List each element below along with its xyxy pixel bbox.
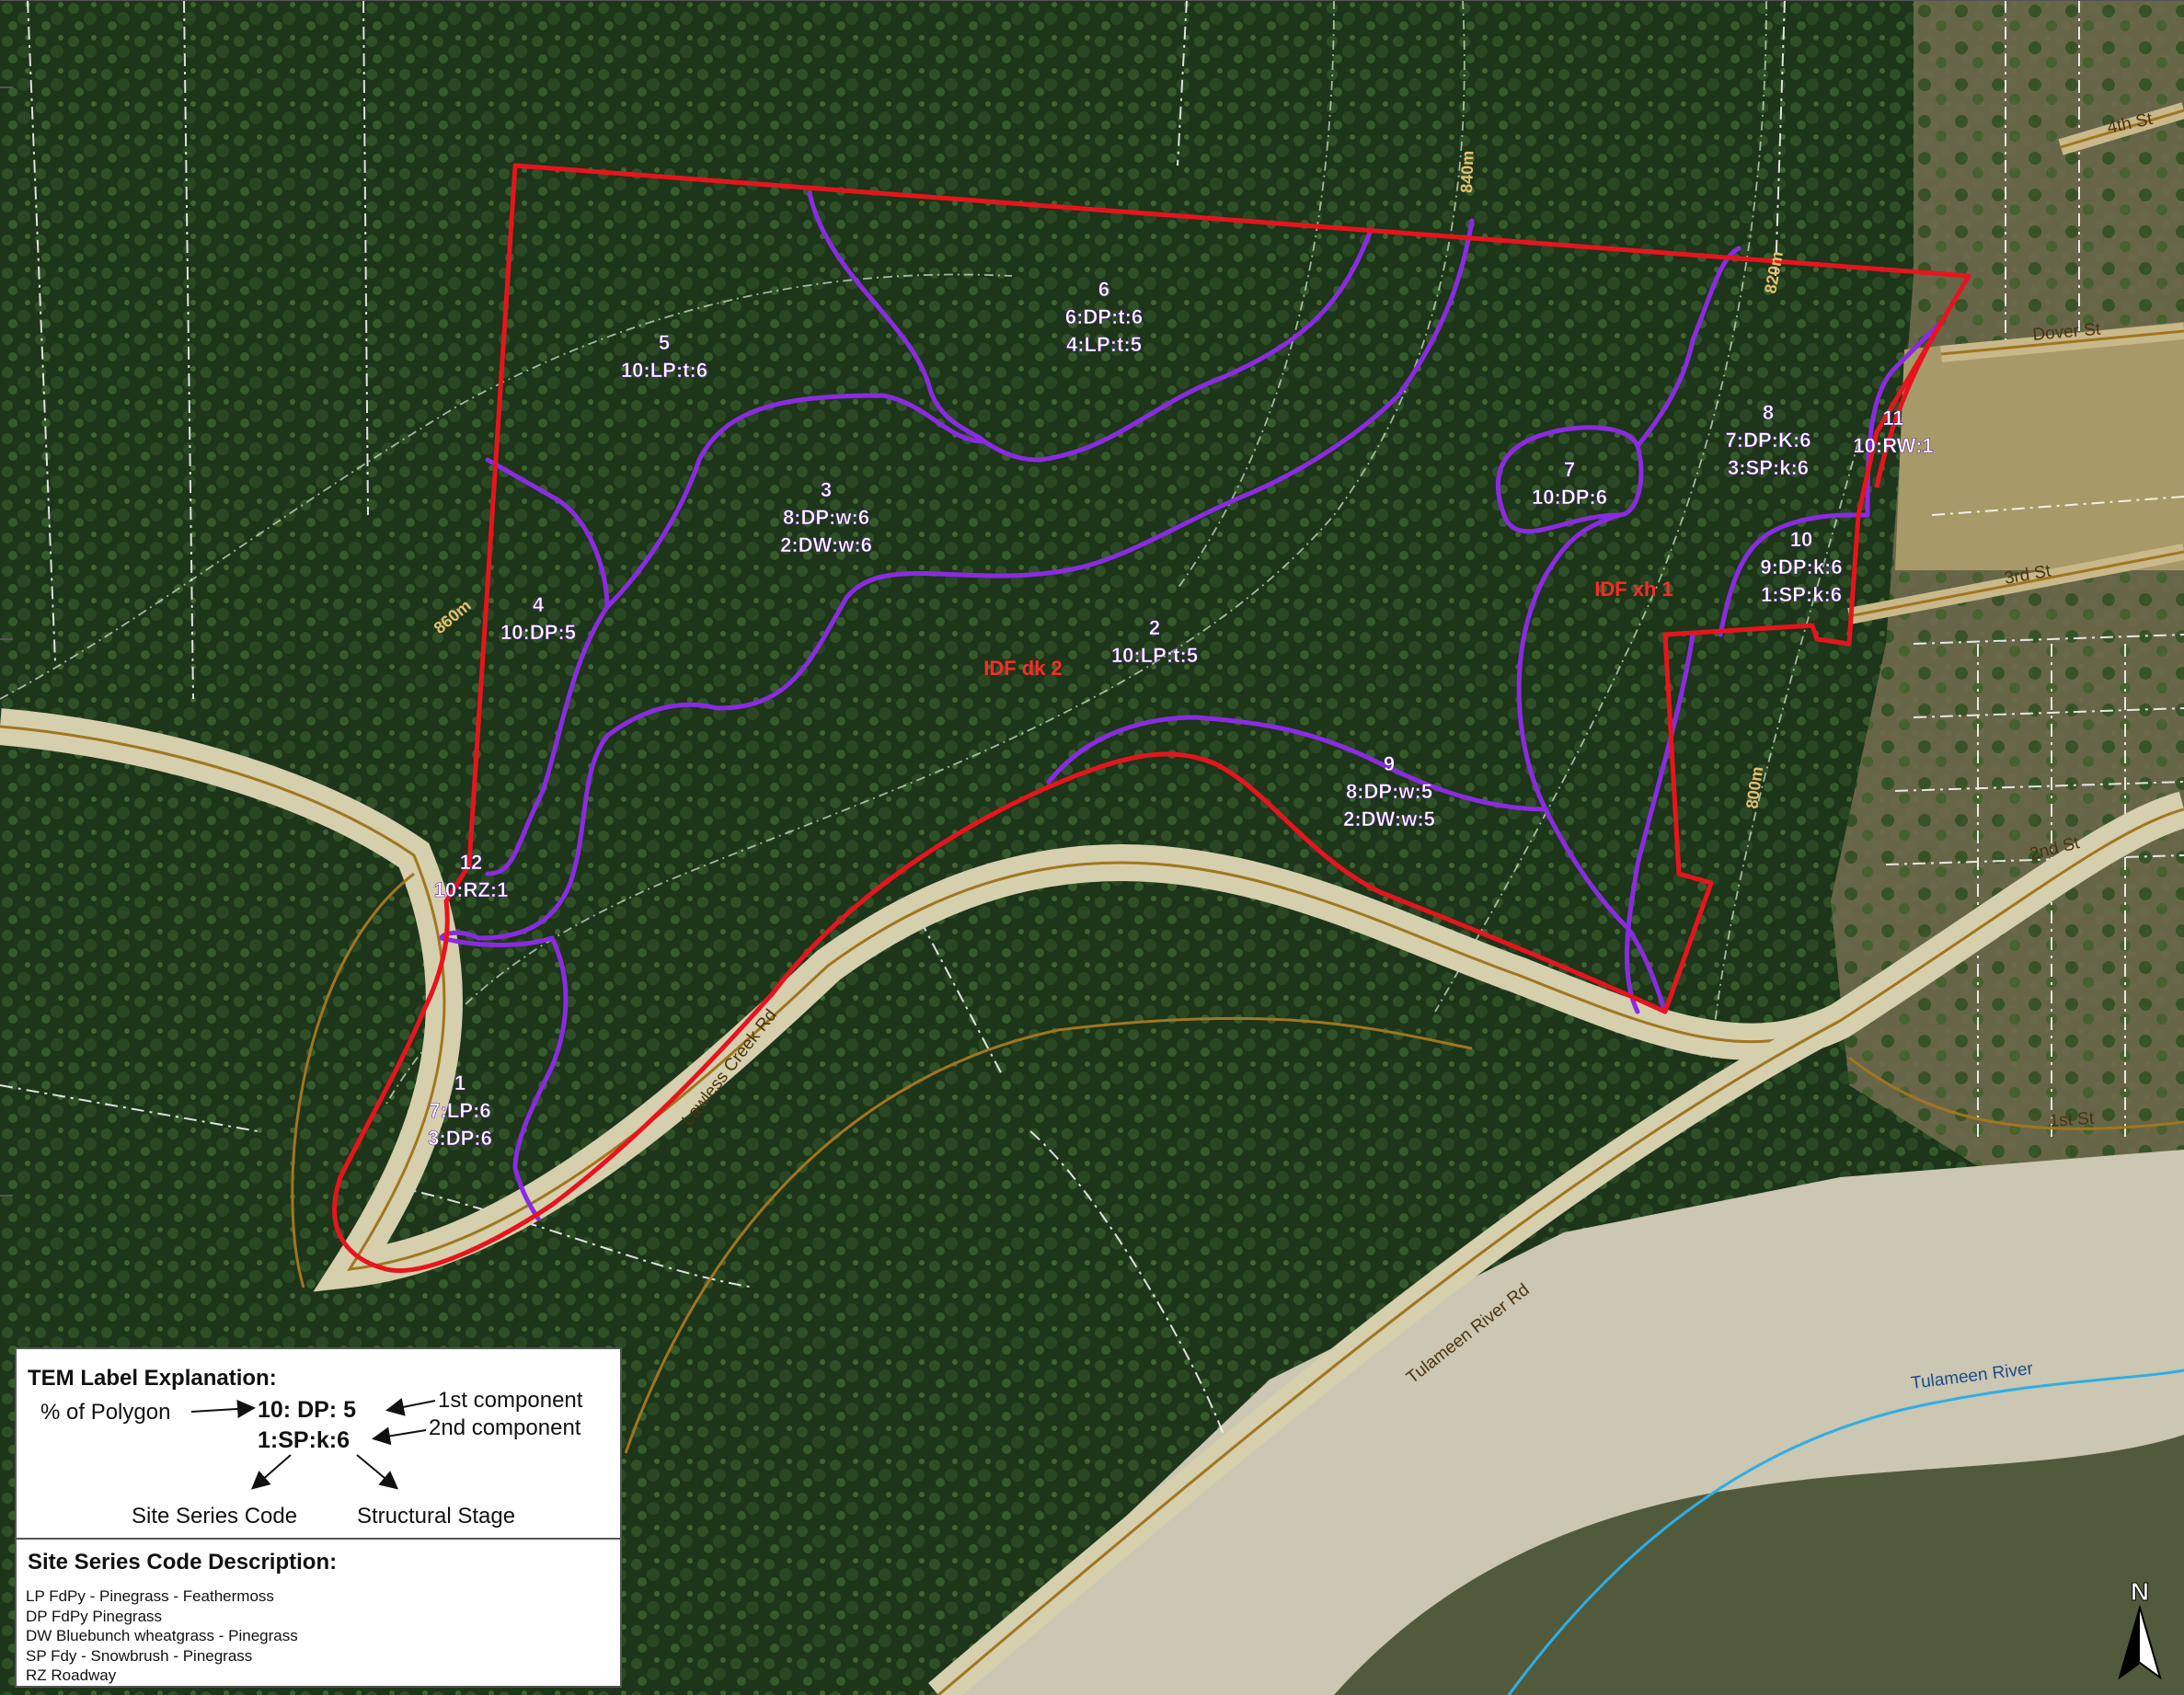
polygon-line1: 8:DP:w:5 xyxy=(1346,780,1432,803)
polygon-line1: 8:DP:w:6 xyxy=(783,506,869,529)
legend-description-title: Site Series Code Description: xyxy=(28,1550,338,1575)
dover-st-line xyxy=(1940,329,2184,356)
north-letter: N xyxy=(2131,1577,2149,1606)
polygon-id: 11 xyxy=(1882,407,1903,429)
legend-pct-label: % of Polygon xyxy=(40,1400,171,1425)
1st-st-line xyxy=(1848,1056,2184,1130)
polygon-line1: 10:DP:6 xyxy=(1532,486,1607,509)
bec-zone-labels: IDF dk 2 IDF xh 1 xyxy=(983,578,1673,680)
polygon-id: 3 xyxy=(821,478,832,501)
legend-code-item: LP FdPy - Pinegrass - Feathermoss xyxy=(26,1587,274,1605)
roads xyxy=(0,102,2184,1695)
4th-st-line xyxy=(2060,109,2184,149)
polygon-line1: 10:LP:t:5 xyxy=(1111,644,1198,667)
polygon-line1: 6:DP:t:6 xyxy=(1065,305,1143,328)
contour-label: 840m xyxy=(1457,150,1477,193)
tulameen-river-line xyxy=(1507,1369,2184,1695)
polygon-label-4: 4 10:DP:5 xyxy=(500,593,577,645)
legend-code-item: RZ Roadway xyxy=(26,1666,117,1684)
contour-lines xyxy=(0,0,1859,1105)
polygon-label-6: 6 6:DP:t:6 4:LP:t:5 xyxy=(1065,278,1144,357)
legend-second-component: 2nd component xyxy=(429,1415,581,1440)
polygon-line2: 2:DW:w:5 xyxy=(1343,807,1435,830)
polygon-line2: 3:DP:6 xyxy=(428,1127,492,1150)
legend-site-series-code: Site Series Code xyxy=(132,1504,298,1529)
polygon-label-12: 12 10:RZ:1 xyxy=(433,851,509,902)
parcel-lines xyxy=(0,0,2184,1435)
polygon-id: 5 xyxy=(659,331,670,354)
polygon-line1: 9:DP:k:6 xyxy=(1760,555,1842,578)
legend-arrows xyxy=(190,1398,436,1490)
polygon-id: 7 xyxy=(1564,458,1575,481)
polygon-id: 12 xyxy=(460,851,482,874)
old-road-line-2 xyxy=(291,872,415,1288)
polygon-label-2: 2 10:LP:t:5 xyxy=(1111,616,1199,668)
polygon-label-8: 8 7:DP:K:6 3:SP:k:6 xyxy=(1725,401,1811,480)
polygon-id: 8 xyxy=(1763,401,1774,424)
polygon-label-11: 11 10:RW:1 xyxy=(1853,407,1934,458)
polygon-label-5: 5 10:LP:t:6 xyxy=(621,331,708,383)
legend-structural-stage: Structural Stage xyxy=(357,1504,516,1529)
polygon-labels: 1 7:LP:6 3:DP:6 2 10:LP:t:5 3 8:DP:w:6 2… xyxy=(428,278,1934,1151)
polygon-line1: 10:LP:t:6 xyxy=(621,359,707,382)
polygon-id: 10 xyxy=(1790,528,1812,551)
legend-code-item: DP FdPy Pinegrass xyxy=(26,1607,163,1625)
tem-polygon-lines xyxy=(439,190,1944,1221)
polygon-label-3: 3 8:DP:w:6 2:DW:w:6 xyxy=(780,478,872,557)
polygon-line2: 2:DW:w:6 xyxy=(780,533,872,556)
polygon-line1: 7:LP:6 xyxy=(429,1099,490,1122)
study-boundary xyxy=(332,163,1971,1273)
polygon-id: 9 xyxy=(1384,752,1395,775)
polygon-line2: 1:SP:k:6 xyxy=(1761,583,1842,606)
polygon-id: 1 xyxy=(454,1071,466,1094)
river-water xyxy=(1334,1435,2184,1695)
bec-label-idf-dk2: IDF dk 2 xyxy=(983,657,1063,680)
legend-example-line2: 1:SP:k:6 xyxy=(258,1427,351,1453)
legend-example-line1: 10: DP: 5 xyxy=(258,1397,356,1423)
polygon-line1: 10:DP:5 xyxy=(500,621,576,644)
old-road-line xyxy=(624,1016,1473,1454)
legend-title: TEM Label Explanation: xyxy=(28,1366,277,1391)
legend-code-list: LP FdPy - Pinegrass - Feathermoss DP FdP… xyxy=(26,1586,298,1686)
polygon-id: 6 xyxy=(1098,278,1109,301)
legend-divider xyxy=(17,1538,620,1540)
polygon-id: 4 xyxy=(533,593,545,616)
frame-ticks xyxy=(0,0,2184,1197)
polygon-label-10: 10 9:DP:k:6 1:SP:k:6 xyxy=(1760,528,1843,607)
bec-label-idf-xh1: IDF xh 1 xyxy=(1594,578,1673,601)
town-area xyxy=(1831,0,2184,1196)
polygon-label-7: 7 10:DP:6 xyxy=(1532,458,1608,510)
3rd-st-line xyxy=(1848,550,2184,618)
polygon-id: 2 xyxy=(1149,616,1160,639)
tem-legend: TEM Label Explanation: % of Polygon 10: … xyxy=(15,1347,622,1688)
north-arrow-icon: N xyxy=(2118,1577,2162,1680)
street-label-1st-st: 1st St xyxy=(2049,1109,2096,1131)
legend-first-component: 1st component xyxy=(438,1388,583,1413)
legend-code-item: DW Bluebunch wheatgrass - Pinegrass xyxy=(26,1627,298,1644)
polygon-line1: 7:DP:K:6 xyxy=(1726,429,1811,452)
polygon-line2: 3:SP:k:6 xyxy=(1728,456,1809,479)
open-field xyxy=(1895,322,2184,570)
polygon-line1: 10:RW:1 xyxy=(1853,434,1933,457)
legend-code-item: SP Fdy - Snowbrush - Pinegrass xyxy=(26,1646,253,1665)
polygon-label-1: 1 7:LP:6 3:DP:6 xyxy=(428,1071,492,1151)
tulameen-river-rd-line xyxy=(937,1019,1841,1695)
polygon-line2: 4:LP:t:5 xyxy=(1066,333,1142,356)
polygon-label-9: 9 8:DP:w:5 2:DW:w:5 xyxy=(1343,752,1435,831)
polygon-line1: 10:RZ:1 xyxy=(434,878,509,901)
